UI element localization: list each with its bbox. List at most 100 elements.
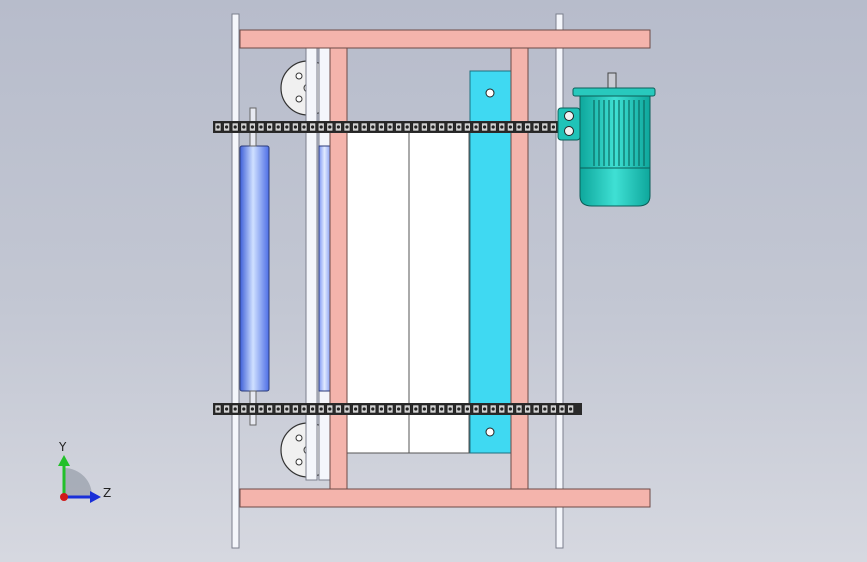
- chain-pin: [259, 125, 263, 129]
- chain-pin: [422, 407, 426, 411]
- chain-pin: [268, 125, 272, 129]
- chain-pin: [491, 125, 495, 129]
- chain-pin: [569, 407, 573, 411]
- y-axis-arrowhead: [58, 455, 70, 466]
- z-axis-label: Z: [103, 486, 112, 500]
- chain-pin: [465, 125, 469, 129]
- chain-pin: [508, 407, 512, 411]
- chain-pin: [379, 407, 383, 411]
- chain-pin: [302, 407, 306, 411]
- chain-pin: [225, 407, 229, 411]
- chain-pin: [543, 407, 547, 411]
- triad-origin: [60, 493, 68, 501]
- inner-blue-roller[interactable]: [318, 145, 331, 392]
- chain-pin: [422, 125, 426, 129]
- coordinate-triad-icon: [58, 455, 101, 503]
- cyan-side-plate[interactable]: [469, 70, 512, 454]
- chain-pin: [534, 125, 538, 129]
- motor-coupling-bolt-top: [564, 111, 574, 121]
- chain-pin: [276, 125, 280, 129]
- chain-pin: [483, 407, 487, 411]
- left-blue-roller[interactable]: [239, 145, 270, 392]
- motor-end-cap: [579, 167, 651, 207]
- chain-pin: [225, 125, 229, 129]
- chain-pin: [319, 125, 323, 129]
- left-vertical-rod[interactable]: [231, 13, 240, 549]
- belt-panel-right[interactable]: [408, 127, 470, 454]
- chain-pin: [293, 125, 297, 129]
- chain-pin: [216, 407, 220, 411]
- chain-pin: [250, 125, 254, 129]
- chain-pin: [448, 125, 452, 129]
- cyan-plate-top-hole: [485, 88, 495, 98]
- cyan-plate-bottom-hole: [485, 427, 495, 437]
- chain-pin: [560, 407, 564, 411]
- motor-shaft: [607, 72, 617, 90]
- chain-pin: [354, 407, 358, 411]
- chain-pin: [448, 407, 452, 411]
- frame-upright-right[interactable]: [510, 47, 529, 490]
- chain-pin: [379, 125, 383, 129]
- chain-pin: [508, 125, 512, 129]
- chain-pin: [483, 125, 487, 129]
- chain-pin: [216, 125, 220, 129]
- chain-pin: [233, 407, 237, 411]
- chain-pin: [517, 125, 521, 129]
- chain-pin: [362, 125, 366, 129]
- triad-arc: [64, 468, 93, 497]
- frame-upright-left[interactable]: [329, 47, 348, 490]
- chain-pin: [474, 125, 478, 129]
- chain-pin: [405, 125, 409, 129]
- motor-icon[interactable]: [557, 72, 656, 207]
- chain-pin: [336, 125, 340, 129]
- chain-pin: [517, 407, 521, 411]
- frame-bottom-rail[interactable]: [239, 488, 651, 508]
- chain-pin: [551, 407, 556, 411]
- chain-pin: [465, 407, 469, 411]
- z-axis-arrowhead: [90, 491, 101, 503]
- chain-pin: [328, 407, 332, 411]
- chain-pin: [526, 125, 530, 129]
- chain-pin: [440, 125, 444, 129]
- motor-coupling-bolt-bottom: [564, 126, 574, 136]
- chain-pin: [431, 407, 435, 411]
- motor-flange: [572, 87, 656, 97]
- chain-pin: [457, 125, 461, 129]
- chain-pin: [500, 125, 504, 129]
- chain-pin: [285, 407, 289, 411]
- chain-pin: [259, 407, 263, 411]
- chain-pin: [551, 125, 556, 129]
- chain-pin: [526, 407, 530, 411]
- chain-pin: [397, 407, 401, 411]
- chain-pin: [388, 407, 392, 411]
- chain-pin: [371, 407, 375, 411]
- frame-top-rail[interactable]: [239, 29, 651, 49]
- chain-pin: [268, 407, 272, 411]
- chain-pin: [345, 125, 349, 129]
- motor-coupling-block: [557, 107, 581, 141]
- chain-pin: [250, 407, 254, 411]
- top-chain[interactable]: [213, 121, 560, 133]
- inner-shaft-left[interactable]: [305, 47, 318, 481]
- bottom-chain[interactable]: [213, 403, 582, 415]
- chain-pin: [362, 407, 366, 411]
- chain-pin: [534, 407, 538, 411]
- chain-pin: [440, 407, 444, 411]
- chain-pin: [276, 407, 280, 411]
- chain-pin: [319, 407, 323, 411]
- chain-pin: [543, 125, 547, 129]
- chain-pin: [474, 407, 478, 411]
- chain-pin: [457, 407, 461, 411]
- chain-pin: [354, 125, 358, 129]
- chain-pin: [328, 125, 332, 129]
- chain-pin: [311, 125, 315, 129]
- chain-pin: [293, 407, 297, 411]
- chain-pin: [242, 125, 246, 129]
- chain-pin: [371, 125, 375, 129]
- motor-body: [579, 95, 651, 169]
- chain-pin: [336, 407, 340, 411]
- motor-cooling-fins: [593, 100, 645, 166]
- right-vertical-rod[interactable]: [555, 13, 564, 549]
